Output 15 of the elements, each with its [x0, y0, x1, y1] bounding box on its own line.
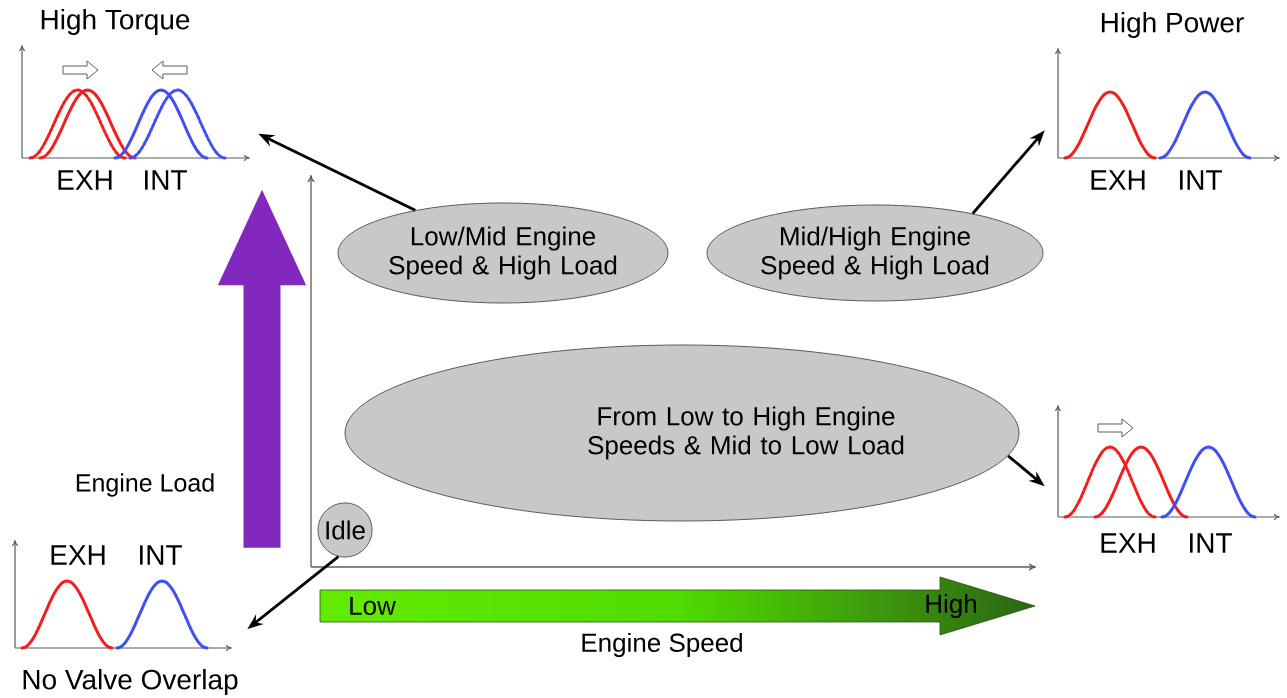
- chart-title: High Torque: [41, 8, 190, 36]
- curve-label: EXH: [51, 545, 105, 565]
- curve-label: EXH: [1091, 170, 1145, 190]
- chart-title: High Power: [1101, 11, 1244, 39]
- axis-label: Low: [350, 596, 396, 616]
- curve-label: EXH: [58, 170, 112, 190]
- curve-label: INT: [1190, 533, 1232, 553]
- curve-label: INT: [145, 170, 187, 190]
- curve-label: EXH: [1101, 533, 1155, 553]
- curve-label: INT: [140, 545, 182, 565]
- chart-caption: No Valve Overlap: [23, 668, 238, 696]
- axis-label: Engine Load: [76, 473, 214, 497]
- axis-label: Engine Speed: [582, 632, 742, 658]
- curve-label: INT: [1180, 170, 1222, 190]
- axis-label: High: [926, 593, 977, 619]
